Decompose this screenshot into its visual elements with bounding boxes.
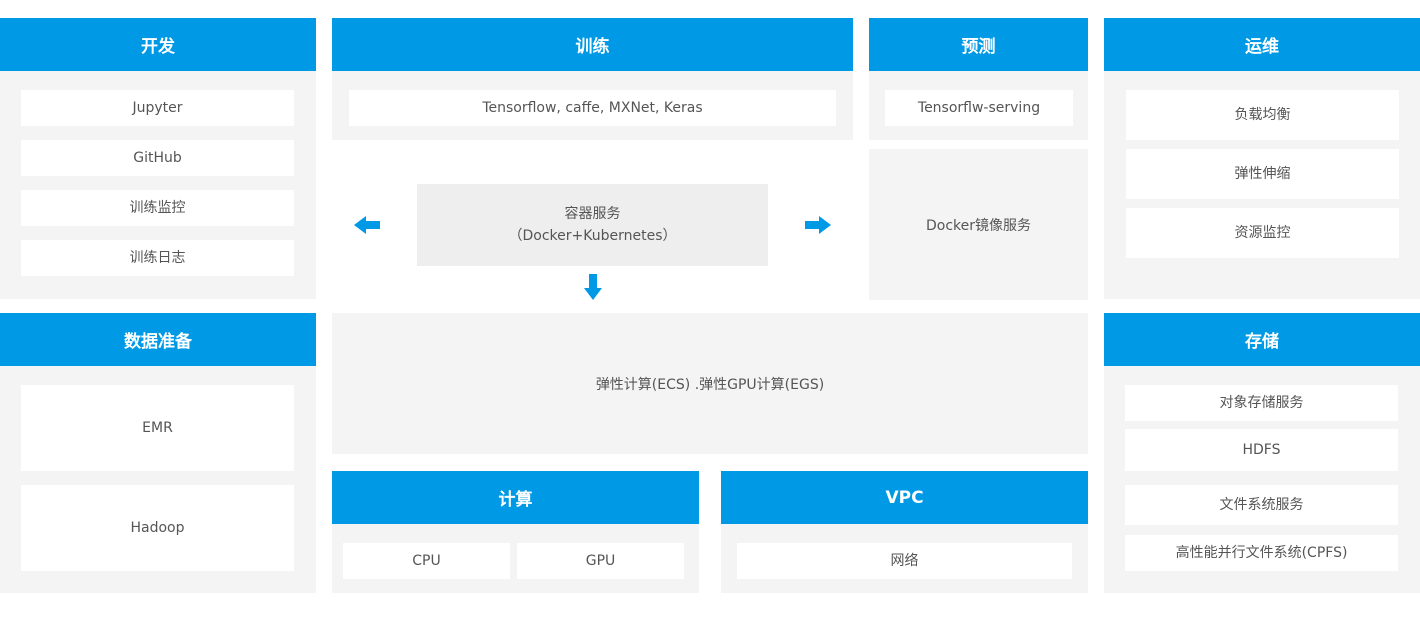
container-service-detail: （Docker+Kubernetes） [508, 228, 677, 244]
storage-item-file-system: 文件系统服务 [1125, 485, 1398, 525]
elastic-compute-panel [332, 313, 1088, 454]
dev-item-train-monitor: 训练监控 [21, 190, 294, 226]
storage-header: 存储 [1104, 313, 1420, 366]
predict-serving: Tensorflw-serving [885, 90, 1073, 126]
dev-header: 开发 [0, 18, 316, 71]
compute-header: 计算 [332, 471, 699, 524]
train-frameworks: Tensorflow, caffe, MXNet, Keras [349, 90, 836, 126]
data-prep-item-emr: EMR [21, 385, 294, 471]
compute-item-cpu: CPU [343, 543, 510, 579]
arrow-down-icon [584, 274, 602, 300]
ops-header: 运维 [1104, 18, 1420, 71]
docker-image-service: Docker镜像服务 [925, 217, 1032, 234]
data-prep-header: 数据准备 [0, 313, 316, 366]
ops-item-resource-monitor: 资源监控 [1126, 208, 1399, 258]
storage-item-hdfs: HDFS [1125, 429, 1398, 471]
vpc-network: 网络 [737, 543, 1072, 579]
dev-item-github: GitHub [21, 140, 294, 176]
dev-item-train-log: 训练日志 [21, 240, 294, 276]
ops-item-autoscale: 弹性伸缩 [1126, 149, 1399, 199]
elastic-compute-label: 弹性计算(ECS) .弹性GPU计算(EGS) [595, 376, 825, 393]
storage-item-object: 对象存储服务 [1125, 385, 1398, 421]
compute-item-gpu: GPU [517, 543, 684, 579]
storage-item-cpfs: 高性能并行文件系统(CPFS) [1125, 535, 1398, 571]
data-prep-item-hadoop: Hadoop [21, 485, 294, 571]
dev-item-jupyter: Jupyter [21, 90, 294, 126]
vpc-header: VPC [721, 471, 1088, 524]
arrow-left-icon [354, 216, 380, 234]
container-service-name: 容器服务 [564, 206, 621, 222]
docker-image-panel [869, 149, 1088, 300]
arrow-right-icon [805, 216, 831, 234]
ops-item-load-balance: 负载均衡 [1126, 90, 1399, 140]
predict-header: 预测 [869, 18, 1088, 71]
container-service: 容器服务 （Docker+Kubernetes） [417, 184, 768, 266]
train-header: 训练 [332, 18, 853, 71]
